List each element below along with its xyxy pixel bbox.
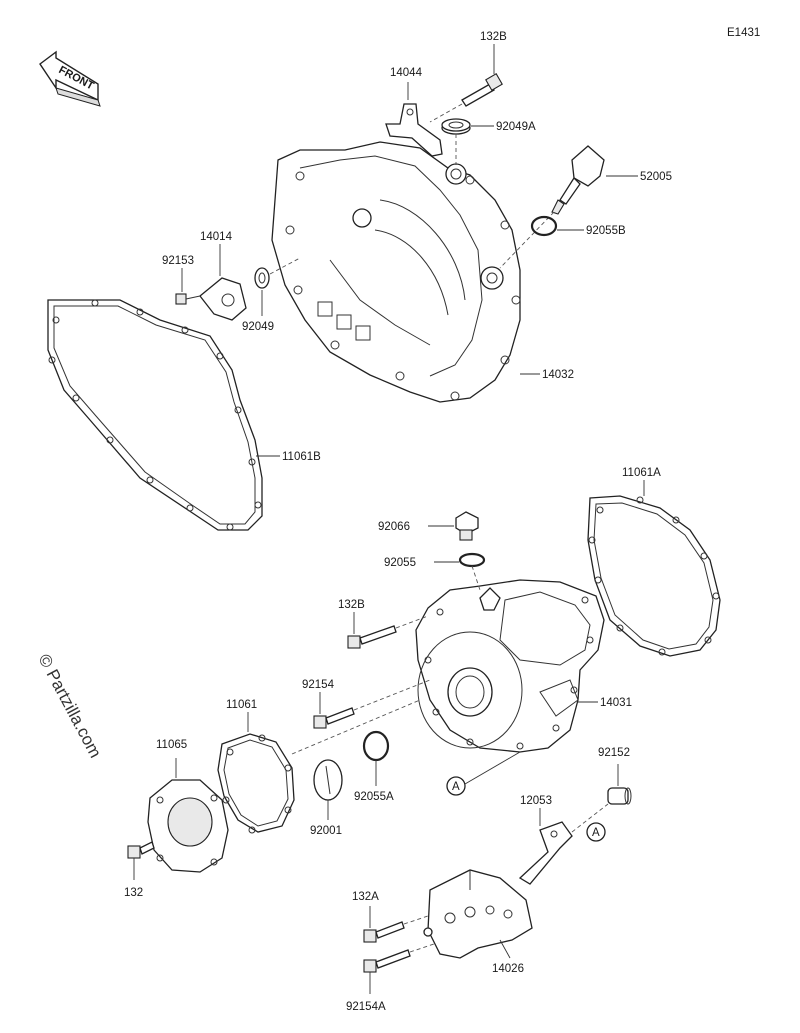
bolt-132B-mid bbox=[347, 615, 429, 649]
label-12053: 12053 bbox=[520, 795, 552, 807]
bracket-12053 bbox=[518, 803, 609, 885]
bolt-132A bbox=[363, 915, 429, 943]
label-A-left: A bbox=[452, 781, 460, 793]
label-11065: 11065 bbox=[156, 739, 187, 751]
generator-cover-14031 bbox=[415, 579, 605, 753]
label-92154: 92154 bbox=[302, 679, 335, 691]
ref-circle-A-left bbox=[446, 776, 466, 796]
gasket-11061A bbox=[587, 495, 721, 657]
diagram-code: E1431 bbox=[727, 27, 760, 39]
bolt-92153 bbox=[175, 293, 201, 305]
bolt-132 bbox=[127, 841, 155, 859]
cover-11065 bbox=[147, 779, 229, 873]
label-14014: 14014 bbox=[200, 231, 233, 243]
label-92055A: 92055A bbox=[354, 791, 394, 803]
label-52005: 52005 bbox=[640, 171, 672, 183]
label-132: 132 bbox=[124, 887, 143, 899]
label-92049: 92049 bbox=[242, 321, 274, 333]
oil-seal-92049 bbox=[254, 257, 301, 289]
label-14026: 14026 bbox=[492, 963, 524, 975]
bolt-92154A bbox=[363, 943, 435, 973]
label-11061B: 11061B bbox=[282, 451, 321, 463]
cap-92001 bbox=[313, 759, 343, 801]
label-92066: 92066 bbox=[378, 521, 410, 533]
label-92055B: 92055B bbox=[586, 225, 626, 237]
plate-14014 bbox=[199, 277, 247, 321]
label-A-right: A bbox=[592, 827, 600, 839]
sprocket-cover-14026 bbox=[423, 869, 533, 959]
gasket-11061B bbox=[47, 299, 263, 531]
bolt-132B-top bbox=[429, 73, 503, 123]
label-92154A: 92154A bbox=[346, 1001, 386, 1013]
label-92153: 92153 bbox=[162, 255, 194, 267]
ref-circle-A-right bbox=[586, 822, 606, 842]
oil-seal-92049A bbox=[441, 118, 471, 165]
collar-92152 bbox=[607, 787, 632, 805]
label-132A: 132A bbox=[352, 891, 379, 903]
label-11061: 11061 bbox=[226, 699, 257, 711]
bolt-92154 bbox=[313, 679, 431, 729]
o-ring-92055B bbox=[530, 215, 558, 237]
clutch-cover-14032 bbox=[271, 141, 521, 403]
label-92049A: 92049A bbox=[496, 121, 536, 133]
label-92001: 92001 bbox=[310, 825, 342, 837]
label-14032: 14032 bbox=[542, 369, 574, 381]
label-92152: 92152 bbox=[598, 747, 630, 759]
label-14031: 14031 bbox=[600, 697, 632, 709]
o-ring-92055A bbox=[362, 730, 390, 762]
plug-92066 bbox=[455, 511, 479, 541]
label-11061A: 11061A bbox=[622, 467, 661, 479]
o-ring-92055 bbox=[458, 552, 486, 568]
label-132B-mid: 132B bbox=[338, 599, 365, 611]
label-14044: 14044 bbox=[390, 67, 423, 79]
oil-cap-52005 bbox=[499, 145, 605, 269]
front-arrow-icon: FRONT bbox=[39, 50, 101, 107]
label-132B-top: 132B bbox=[480, 31, 507, 43]
watermark: © Partzilla.com bbox=[34, 651, 105, 761]
gasket-11061 bbox=[217, 699, 421, 834]
label-92055: 92055 bbox=[384, 557, 416, 569]
bracket-14044 bbox=[385, 103, 443, 157]
